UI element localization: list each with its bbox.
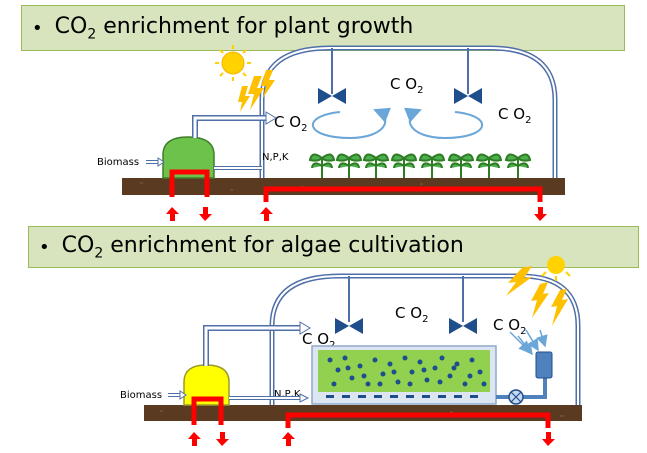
- sun-icon: [541, 256, 571, 281]
- bullet-icon: •: [39, 236, 50, 258]
- nutrients-label: N,P,K: [262, 152, 289, 163]
- co2-supply-pipe: [203, 325, 300, 366]
- fan-icon: [335, 276, 363, 334]
- heat-flow-arrows: [166, 207, 547, 221]
- biomass-label: Biomass: [97, 157, 139, 168]
- co2-label: C O2: [274, 113, 307, 134]
- plant-row: [308, 153, 532, 178]
- heat-pipe-greenhouse: [263, 186, 543, 202]
- heat-pipe-digester: [169, 169, 210, 197]
- pump-icon: [535, 351, 553, 379]
- banner-title: CO2 enrichment for plant growth: [54, 13, 414, 43]
- aeration-bar: [326, 395, 478, 398]
- algae-cells: [327, 355, 487, 387]
- heat-pipe-digester: [191, 396, 224, 425]
- sun-icon: [215, 45, 251, 81]
- biomass-label: Biomass: [120, 390, 162, 401]
- biogas-digester: [162, 136, 215, 179]
- fan-icon: [449, 276, 477, 334]
- co2-label: C O2: [498, 105, 531, 126]
- airflow-arrow: [404, 107, 484, 140]
- banner-plant-growth: • CO2 enrichment for plant growth: [21, 5, 625, 51]
- fan-icon: [318, 48, 346, 104]
- banner-title: CO2 enrichment for algae cultivation: [61, 232, 464, 262]
- co2-label: C O2: [493, 316, 526, 337]
- lightning-icon: [238, 70, 275, 112]
- co2-label: C O2: [395, 304, 428, 325]
- light-rays: [509, 329, 548, 356]
- heat-pipe-greenhouse: [285, 412, 551, 428]
- fan-icon: [454, 48, 482, 104]
- nutrients-label: N,P,K: [274, 389, 301, 400]
- co2-supply-pipe: [192, 115, 266, 138]
- co2-label: C O2: [390, 75, 423, 96]
- heat-flow-arrows: [188, 432, 555, 446]
- lightning-icon: [506, 266, 568, 326]
- airflow-arrow: [311, 107, 391, 140]
- bullet-icon: •: [32, 17, 43, 39]
- banner-algae-cultivation: • CO2 enrichment for algae cultivation: [28, 226, 639, 268]
